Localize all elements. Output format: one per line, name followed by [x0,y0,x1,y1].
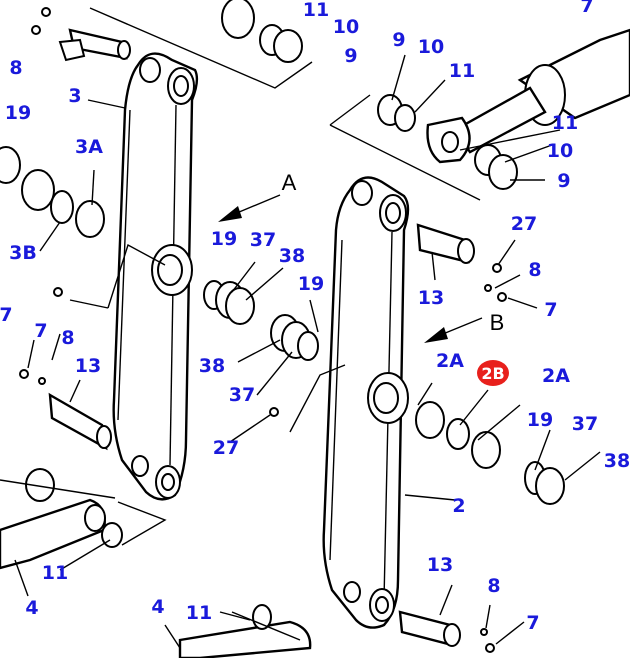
callout-2A[interactable]: 2A [542,365,570,387]
arm-part-2 [322,176,410,629]
callout-8[interactable]: 8 [9,57,22,79]
callout-19[interactable]: 19 [211,228,237,250]
callout-27[interactable]: 27 [213,437,239,459]
callout-10[interactable]: 10 [547,140,573,162]
callout-38[interactable]: 38 [604,450,630,472]
pins-and-bushings [0,0,565,658]
callout-11[interactable]: 11 [552,112,578,134]
callout-37[interactable]: 37 [250,229,276,251]
callout-4[interactable]: 4 [25,597,38,619]
callout-37[interactable]: 37 [572,413,598,435]
callout-11[interactable]: 11 [186,602,212,624]
callout-10[interactable]: 10 [333,16,359,38]
callout-19[interactable]: 19 [298,273,324,295]
callout-7[interactable]: 7 [580,0,593,17]
callout-8[interactable]: 8 [487,575,500,597]
callout-11[interactable]: 11 [449,60,475,82]
callout-19[interactable]: 19 [527,409,553,431]
callout-2[interactable]: 2 [452,495,465,517]
callout-13[interactable]: 13 [75,355,101,377]
callout-7[interactable]: 7 [34,320,47,342]
highlight-circle[interactable] [477,360,509,386]
callout-2b-highlighted[interactable]: 2B [481,364,504,383]
callout-9[interactable]: 9 [557,170,570,192]
hydraulic-cylinder [426,28,630,164]
callout-38[interactable]: 38 [279,245,305,267]
view-letters: AB [282,170,505,335]
callout-7[interactable]: 7 [526,612,539,634]
callout-3B[interactable]: 3B [9,242,37,264]
leader-lines [0,7,601,649]
view-arrow-a [218,194,281,222]
callout-7[interactable]: 7 [544,299,557,321]
view-letter-a: A [282,170,297,195]
callout-11[interactable]: 11 [303,0,329,21]
callout-9[interactable]: 9 [344,45,357,67]
callout-38[interactable]: 38 [199,355,225,377]
view-arrow-b [424,317,483,343]
callout-3A[interactable]: 3A [75,136,103,158]
callout-2A[interactable]: 2A [436,350,464,372]
callout-8[interactable]: 8 [528,259,541,281]
callout-10[interactable]: 10 [418,36,444,58]
highlighted-callout[interactable]: 2B [477,360,509,386]
callout-27[interactable]: 27 [511,213,537,235]
callout-11[interactable]: 11 [42,562,68,584]
arm-part-3 [112,52,199,501]
callout-37[interactable]: 37 [229,384,255,406]
view-letter-b: B [490,310,505,335]
callout-19[interactable]: 19 [5,102,31,124]
callout-13[interactable]: 13 [418,287,444,309]
callout-3[interactable]: 3 [68,85,81,107]
callout-7[interactable]: 7 [0,304,13,326]
callout-13[interactable]: 13 [427,554,453,576]
callout-4[interactable]: 4 [151,596,164,618]
callout-9[interactable]: 9 [392,29,405,51]
callout-8[interactable]: 8 [61,327,74,349]
